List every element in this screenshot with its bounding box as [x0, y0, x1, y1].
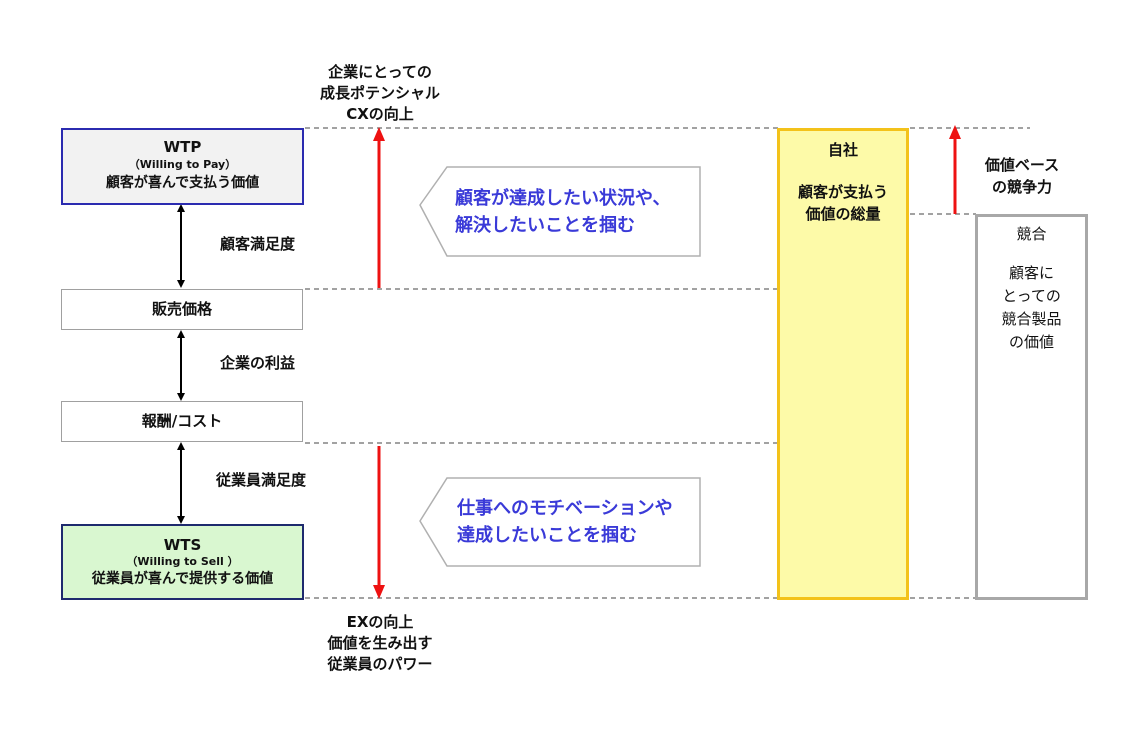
growth-potential-note: 企業にとっての 成長ポテンシャル CXの向上	[290, 62, 470, 125]
competitor-line3: 競合製品	[1001, 310, 1062, 328]
employee-callout-text: 仕事へのモチベーションや 達成したいことを掴む	[457, 495, 673, 549]
employee-callout-line2: 達成したいことを掴む	[457, 525, 637, 546]
employee-power-note: EXの向上 価値を生み出す 従業員のパワー	[290, 612, 470, 675]
company-profit-label: 企業の利益	[220, 354, 296, 372]
employee-power-note-line2: 価値を生み出す	[327, 634, 433, 652]
growth-potential-note-line2: 成長ポテンシャル	[319, 84, 440, 102]
wtp-description: 顧客が喜んで支払う価値	[105, 175, 260, 191]
customer-callout-text: 顧客が達成したい状況や、 解決したいことを掴む	[455, 185, 670, 239]
value-competitiveness-label: 価値ベース の競争力	[972, 154, 1072, 198]
customer-callout-shape	[419, 166, 701, 257]
growth-potential-note-line3: CXの向上	[346, 105, 414, 123]
employee-power-note-line1: EXの向上	[346, 613, 414, 631]
value-competitiveness-line1: 価値ベース	[984, 156, 1060, 174]
competitor-title: 競合	[1016, 225, 1047, 243]
employee-callout-shape	[419, 477, 701, 567]
wts-title: WTS	[163, 536, 202, 554]
growth-potential-note-line1: 企業にとっての	[328, 63, 432, 81]
own-company-bar: 自社 顧客が支払う 価値の総量	[777, 128, 909, 600]
wtp-title: WTP	[163, 138, 202, 156]
customer-callout-line2: 解決したいことを掴む	[455, 215, 635, 236]
wts-subtitle: （Willing to Sell ）	[126, 555, 239, 568]
competitor-line1: 顧客に	[1008, 264, 1054, 282]
wtp-subtitle: （Willing to Pay）	[128, 158, 237, 171]
value-competitiveness-line2: の競争力	[991, 178, 1052, 196]
employee-callout-line1: 仕事へのモチベーションや	[457, 498, 673, 519]
employee-satisfaction-label: 従業員満足度	[216, 471, 307, 489]
sales-price-label: 販売価格	[151, 300, 212, 318]
customer-callout-line1: 顧客が達成したい状況や、	[455, 188, 671, 209]
competitor-line4: の価値	[1008, 333, 1054, 351]
own-company-title: 自社	[827, 141, 858, 159]
sales-price-box: 販売価格	[61, 289, 303, 330]
employee-power-note-line3: 従業員のパワー	[327, 655, 433, 673]
compensation-cost-box: 報酬/コスト	[61, 401, 303, 442]
own-company-line2: 価値の総量	[805, 205, 881, 223]
competitor-bar: 競合 顧客に とっての 競合製品 の価値	[975, 214, 1088, 600]
own-company-line1: 顧客が支払う	[797, 183, 888, 201]
wts-box: WTS （Willing to Sell ） 従業員が喜んで提供する価値	[61, 524, 304, 600]
wtp-box: WTP （Willing to Pay） 顧客が喜んで支払う価値	[61, 128, 304, 205]
customer-satisfaction-label: 顧客満足度	[220, 235, 296, 253]
competitor-line2: とっての	[1002, 287, 1061, 305]
compensation-cost-label: 報酬/コスト	[141, 412, 223, 430]
wts-description: 従業員が喜んで提供する価値	[91, 571, 274, 587]
